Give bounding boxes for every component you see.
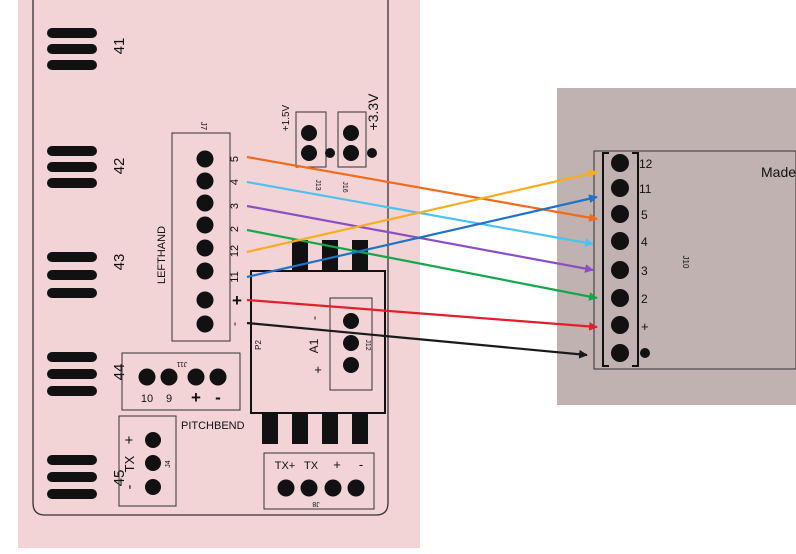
j8-pin-tx-plus: TX+ xyxy=(275,460,295,472)
j10-connector: J10 xyxy=(602,152,690,367)
tx-label: TX xyxy=(122,455,137,472)
p2-label: P2 xyxy=(254,340,263,350)
j8-pin-minus: - xyxy=(359,457,363,472)
module-pin-11: 11 xyxy=(639,182,652,196)
j7-outline xyxy=(171,132,231,342)
j11-pin-9: 9 xyxy=(166,393,172,405)
j8-pin-plus: + xyxy=(333,457,341,472)
edge-label-44: 44 xyxy=(111,364,128,381)
j16-label: J16 xyxy=(341,181,348,192)
j11-header: J11 10 9 + - xyxy=(121,352,241,411)
j10-label: J10 xyxy=(681,256,690,269)
j7-pins xyxy=(196,150,214,333)
j16-jumper: +3.3V J16 xyxy=(337,93,381,193)
v33-label: +3.3V xyxy=(365,93,381,131)
edge-connectors: 41 42 43 44 45 xyxy=(47,28,128,499)
pcb-board: 41 42 43 44 45 J7 LEFTHAND 5 4 3 xyxy=(18,0,420,548)
wires xyxy=(246,155,598,359)
module-pin-4: 4 xyxy=(641,235,648,249)
a1-bottom-pads xyxy=(262,414,368,444)
edge-label-41: 41 xyxy=(111,38,128,55)
a1-outline xyxy=(250,270,386,414)
module-background xyxy=(557,88,796,405)
module-title: Made xyxy=(761,164,796,180)
module-pin-5: 5 xyxy=(641,208,648,222)
j7-pin-2: 2 xyxy=(229,226,241,232)
pitchbend-label: PITCHBEND xyxy=(181,420,245,432)
edge-finger-group-45 xyxy=(47,455,97,499)
j12-header: J12 xyxy=(329,297,373,391)
lefthand-label: LEFTHAND xyxy=(156,226,168,284)
j11-pin-plus: + xyxy=(191,388,201,407)
edge-finger-group-42 xyxy=(47,146,97,188)
j4-tx-header: + TX - J4 xyxy=(118,415,177,507)
tx-plus-label: + xyxy=(121,435,138,444)
module-pin-plus: + xyxy=(641,319,649,334)
edge-finger-group-44 xyxy=(47,352,97,396)
j7-pin-5: 5 xyxy=(229,156,241,162)
j13-label: J13 xyxy=(314,179,321,190)
wire-11 xyxy=(246,194,598,279)
wire-plus xyxy=(246,298,598,331)
a1-minus-label: - xyxy=(307,316,321,320)
j8-pin-tx: TX xyxy=(304,460,319,472)
module-pin-12: 12 xyxy=(639,157,653,171)
j8-header: TX+ TX + - J8 xyxy=(263,452,375,510)
j4-label: J4 xyxy=(165,460,172,468)
a1-top-pads xyxy=(292,240,368,270)
pcb-outline xyxy=(32,0,389,516)
j12-label: J12 xyxy=(364,339,371,350)
v15-label: +1.5V xyxy=(281,104,292,131)
a1-plus-label: + xyxy=(314,362,322,377)
j7-pin-11: 11 xyxy=(229,271,241,282)
j7-label: J7 xyxy=(199,122,208,131)
wire-2 xyxy=(246,228,598,301)
j13-jumper: +1.5V J13 xyxy=(281,104,335,191)
edge-label-42: 42 xyxy=(111,158,128,175)
tx-minus-label: - xyxy=(121,485,138,490)
module-pin-2: 2 xyxy=(641,292,648,306)
target-module: Made J10 12 11 5 4 3 2 + xyxy=(557,88,796,405)
wire-minus xyxy=(246,321,588,359)
module-inner-outline xyxy=(593,150,796,370)
wire-5 xyxy=(246,155,598,222)
module-pin-3: 3 xyxy=(641,264,648,278)
a1-label: A1 xyxy=(307,338,321,353)
wire-12 xyxy=(246,169,598,254)
j11-pin-minus: - xyxy=(215,388,221,407)
j7-pin-4: 4 xyxy=(229,179,241,185)
j11-pin-10: 10 xyxy=(141,393,153,405)
j7-pin-12: 12 xyxy=(229,245,241,257)
edge-label-43: 43 xyxy=(111,254,128,271)
j7-lefthand-header: J7 LEFTHAND 5 4 3 2 12 11 + - xyxy=(156,122,242,342)
edge-finger-group-43 xyxy=(47,252,97,298)
edge-finger-group-41 xyxy=(47,28,97,70)
j7-pin-plus: + xyxy=(232,291,242,310)
a1-component: P2 - A1 + J12 xyxy=(250,240,386,444)
j7-pin-minus: - xyxy=(227,322,241,326)
j11-label: J11 xyxy=(177,360,188,367)
j7-pin-3: 3 xyxy=(229,203,241,209)
j8-label: J8 xyxy=(312,500,320,507)
